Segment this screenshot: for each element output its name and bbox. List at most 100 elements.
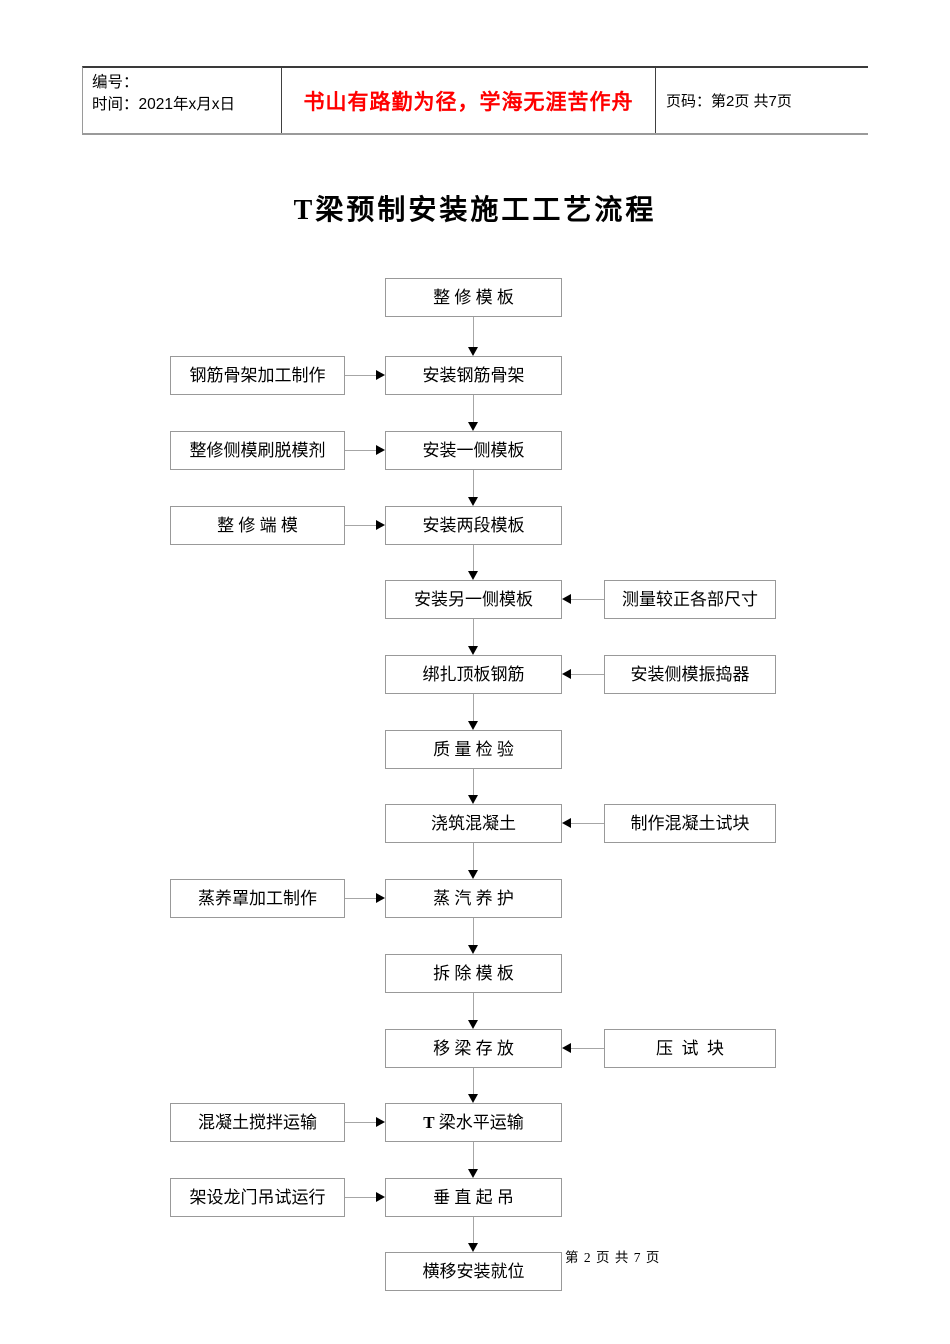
arrow-down-connector (473, 769, 474, 796)
flow-step-box: 拆 除 模 板 (385, 954, 562, 993)
arrowhead-down-icon (468, 422, 478, 431)
flow-step-box: 横移安装就位 (385, 1252, 562, 1291)
flow-step-label: T 梁水平运输 (423, 1113, 524, 1132)
arrowhead-right-icon (376, 520, 385, 530)
flow-step-label: 拆 除 模 板 (433, 964, 514, 983)
arrowhead-down-icon (468, 795, 478, 804)
arrowhead-down-icon (468, 1169, 478, 1178)
flow-step-box: 浇筑混凝土 (385, 804, 562, 843)
arrow-right-connector (345, 525, 376, 526)
arrow-left-connector (571, 823, 604, 824)
arrow-down-connector (473, 545, 474, 572)
flow-step-box: 安装另一侧模板 (385, 580, 562, 619)
doc-time-label: 时间：2021年x月x日 (92, 96, 235, 113)
arrowhead-down-icon (468, 347, 478, 356)
arrow-down-connector (473, 993, 474, 1021)
arrow-down-connector (473, 1142, 474, 1170)
flow-step-label: 蒸 汽 养 护 (433, 889, 514, 908)
doc-number-label: 编号： (92, 74, 139, 91)
flow-side-box: 蒸养罩加工制作 (170, 879, 345, 918)
flow-step-label: 安装另一侧模板 (414, 590, 533, 609)
flow-step-label: 安装侧模振捣器 (630, 665, 750, 684)
flow-step-label: 绑扎顶板钢筋 (422, 665, 525, 684)
arrow-left-connector (571, 674, 604, 675)
flow-step-label: 制作混凝土试块 (630, 814, 750, 833)
arrow-down-connector (473, 395, 474, 423)
arrow-down-connector (473, 918, 474, 946)
arrow-right-connector (345, 1122, 376, 1123)
flow-step-label: 架设龙门吊试运行 (189, 1188, 326, 1207)
flow-step-label: 蒸养罩加工制作 (198, 889, 317, 908)
flow-step-label: 质 量 检 验 (433, 740, 514, 759)
arrow-down-connector (473, 317, 474, 348)
flow-side-box: 测量较正各部尺寸 (604, 580, 776, 619)
arrowhead-down-icon (468, 1020, 478, 1029)
arrow-down-connector (473, 470, 474, 498)
arrowhead-down-icon (468, 1243, 478, 1252)
flow-side-box: 架设龙门吊试运行 (170, 1178, 345, 1217)
flow-step-label: 整 修 模 板 (433, 288, 514, 307)
arrowhead-down-icon (468, 571, 478, 580)
arrow-right-connector (345, 898, 376, 899)
flow-step-box: 绑扎顶板钢筋 (385, 655, 562, 694)
flow-step-box: 整 修 模 板 (385, 278, 562, 317)
arrowhead-down-icon (468, 870, 478, 879)
arrowhead-down-icon (468, 497, 478, 506)
flow-side-box: 整修侧模刷脱模剂 (170, 431, 345, 470)
page-header-table: 编号： 时间：2021年x月x日 书山有路勤为径，学海无涯苦作舟 页码：第2页 … (82, 66, 868, 135)
flow-step-box: 垂 直 起 吊 (385, 1178, 562, 1217)
header-slogan-cell: 书山有路勤为径，学海无涯苦作舟 (281, 68, 656, 133)
arrow-down-connector (473, 694, 474, 722)
flow-side-box: 钢筋骨架加工制作 (170, 356, 345, 395)
arrowhead-down-icon (468, 721, 478, 730)
arrow-down-connector (473, 843, 474, 871)
flow-step-box: T 梁水平运输 (385, 1103, 562, 1142)
arrowhead-down-icon (468, 646, 478, 655)
flow-step-box: 安装一侧模板 (385, 431, 562, 470)
arrowhead-right-icon (376, 370, 385, 380)
flow-side-box: 混凝土搅拌运输 (170, 1103, 345, 1142)
flow-step-label: 混凝土搅拌运输 (198, 1113, 317, 1132)
flow-step-label: 横移安装就位 (422, 1262, 525, 1281)
arrowhead-left-icon (562, 669, 571, 679)
flow-step-label: 钢筋骨架加工制作 (189, 366, 326, 385)
header-page-cell: 页码：第2页 共7页 (656, 68, 868, 133)
flow-side-box: 压 试 块 (604, 1029, 776, 1068)
arrow-right-connector (345, 450, 376, 451)
slogan-text: 书山有路勤为径，学海无涯苦作舟 (303, 89, 634, 114)
footer-page-number: 第 2 页 共 7 页 (565, 1250, 661, 1265)
flow-step-label: 安装一侧模板 (422, 441, 525, 460)
flow-step-label: 移 梁 存 放 (433, 1039, 514, 1058)
flow-step-label: 整修侧模刷脱模剂 (189, 441, 326, 460)
flow-step-label: 安装钢筋骨架 (422, 366, 525, 385)
flow-side-box: 制作混凝土试块 (604, 804, 776, 843)
arrowhead-right-icon (376, 1192, 385, 1202)
flow-step-box: 安装两段模板 (385, 506, 562, 545)
flow-step-box: 安装钢筋骨架 (385, 356, 562, 395)
flow-step-box: 移 梁 存 放 (385, 1029, 562, 1068)
arrowhead-left-icon (562, 818, 571, 828)
page-number-label: 页码：第2页 共7页 (666, 93, 792, 110)
flow-step-label: 压 试 块 (656, 1039, 724, 1058)
arrow-down-connector (473, 1068, 474, 1095)
arrowhead-left-icon (562, 594, 571, 604)
flow-side-box: 安装侧模振捣器 (604, 655, 776, 694)
flow-step-label: 垂 直 起 吊 (433, 1188, 514, 1207)
flow-step-label: 浇筑混凝土 (431, 814, 516, 833)
arrowhead-right-icon (376, 445, 385, 455)
page-title: T梁预制安装施工工艺流程 (293, 195, 657, 226)
flow-step-box: 蒸 汽 养 护 (385, 879, 562, 918)
arrowhead-down-icon (468, 1094, 478, 1103)
arrow-down-connector (473, 619, 474, 647)
arrowhead-right-icon (376, 893, 385, 903)
header-info-cell: 编号： 时间：2021年x月x日 (83, 68, 281, 133)
arrow-down-connector (473, 1217, 474, 1244)
arrow-right-connector (345, 1197, 376, 1198)
flow-side-box: 整 修 端 模 (170, 506, 345, 545)
flow-step-label: 安装两段模板 (422, 516, 525, 535)
flow-step-label: 测量较正各部尺寸 (622, 590, 758, 609)
arrow-left-connector (571, 1048, 604, 1049)
arrowhead-right-icon (376, 1117, 385, 1127)
